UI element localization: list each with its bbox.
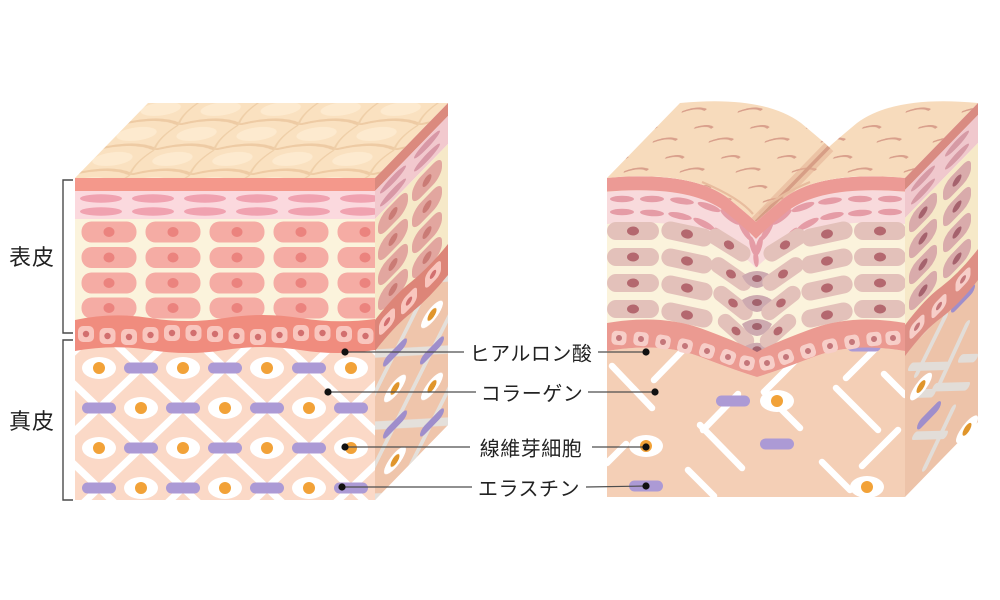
young-skin-front-face: [75, 178, 375, 500]
aged-basal-layer: [607, 319, 905, 377]
aged-skin-front-face: [607, 176, 905, 497]
label-dermis: 真皮: [8, 409, 56, 434]
aged-skin-side-face: [905, 102, 978, 497]
annotation-elastin: エラスチン: [477, 478, 581, 501]
young-basal-layer: [75, 315, 375, 353]
aged-corneum-band: [607, 176, 905, 239]
aged-dermis: [607, 340, 905, 497]
annotation-collagen: コラーゲン: [480, 383, 584, 406]
aged-skin-cube: [607, 101, 978, 497]
epidermis-bracket: [62, 179, 73, 334]
young-skin-cube: [75, 102, 448, 500]
young-skin-surface: [75, 103, 448, 178]
annotation-dots: [324, 348, 659, 491]
dermis-bracket: [62, 339, 73, 501]
annotation-hyaluronic-acid: ヒアルロン酸: [469, 343, 593, 366]
annotation-leader-lines: [328, 351, 655, 488]
label-epidermis: 表皮: [8, 245, 56, 270]
wrinkle-crease: [701, 142, 834, 222]
young-skin-side-face: [375, 102, 448, 500]
annotation-fibroblast: 線維芽細胞: [479, 438, 583, 461]
young-dermis: [75, 346, 375, 500]
